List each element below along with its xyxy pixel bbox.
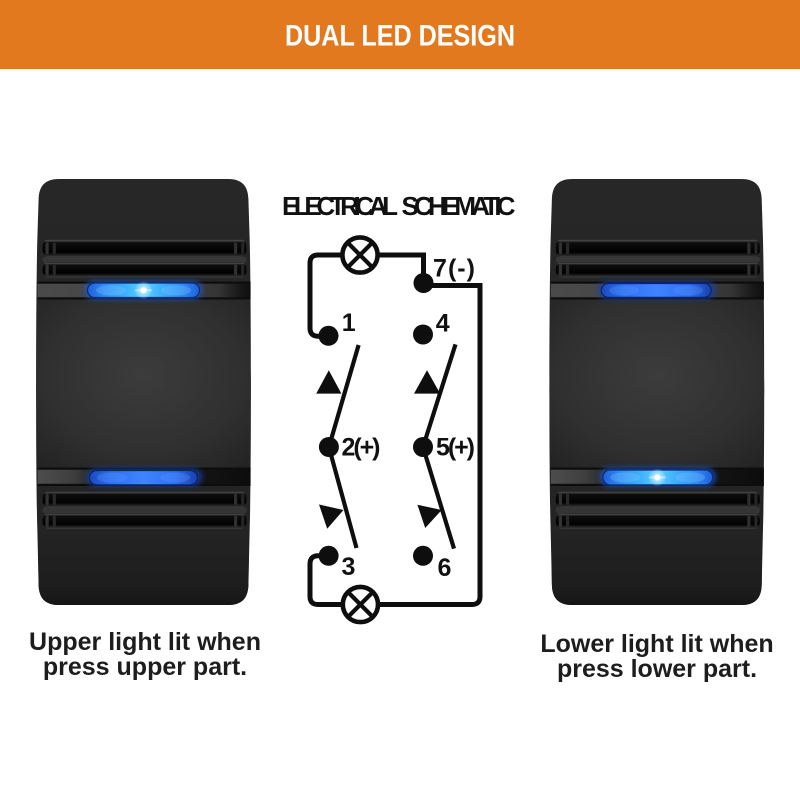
svg-text:1: 1 bbox=[342, 309, 356, 337]
svg-text:2(+): 2(+) bbox=[342, 434, 381, 462]
svg-text:ELECTRICAL: ELECTRICAL bbox=[282, 191, 398, 221]
svg-text:6: 6 bbox=[438, 554, 452, 582]
svg-text:4: 4 bbox=[436, 310, 450, 338]
svg-text:7(-): 7(-) bbox=[433, 255, 475, 283]
svg-text:SCHEMATIC: SCHEMATIC bbox=[402, 191, 516, 221]
svg-text:5(+): 5(+) bbox=[436, 434, 475, 462]
svg-text:DUAL LED DESIGN: DUAL LED DESIGN bbox=[285, 20, 515, 53]
svg-text:3: 3 bbox=[342, 553, 356, 581]
